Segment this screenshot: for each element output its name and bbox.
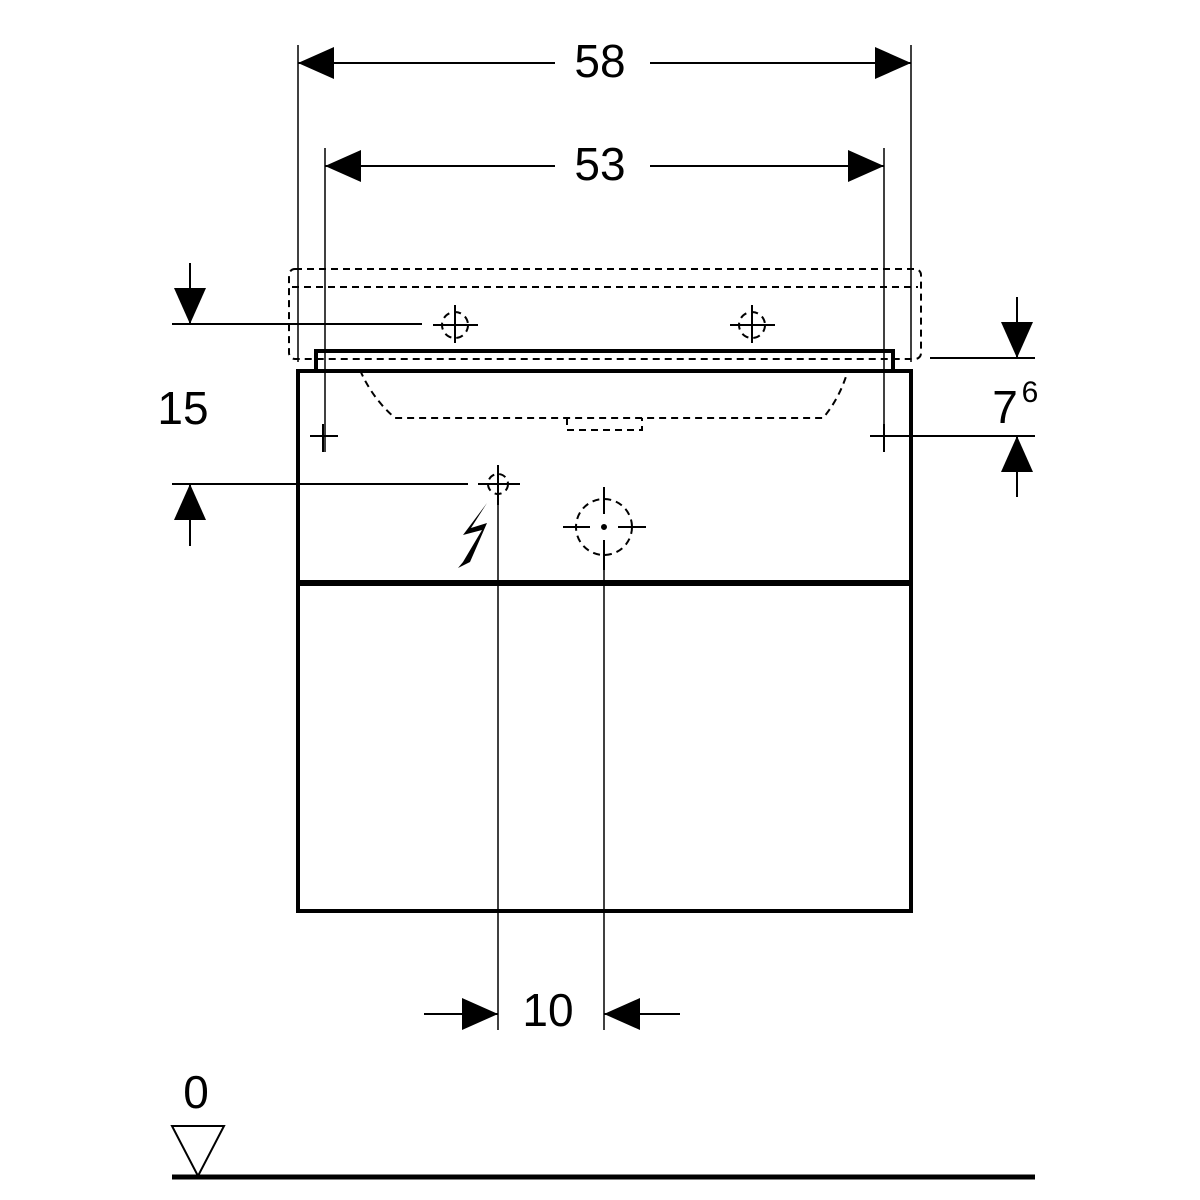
label-15: 15 [157, 382, 208, 434]
label-53: 53 [574, 138, 625, 190]
mounting-points [310, 305, 898, 570]
dimension-53 [324, 148, 885, 452]
wall-screw-icon [730, 305, 775, 343]
cabinet-screw-icon [310, 424, 338, 452]
power-point-icon [478, 465, 520, 505]
label-10: 10 [522, 984, 573, 1036]
dimension-15 [172, 263, 468, 546]
wall-screw-icon [433, 305, 478, 343]
drain-icon [563, 487, 646, 570]
electric-bolt-icon [458, 503, 487, 568]
label-7: 7 [992, 381, 1018, 433]
floor-level [170, 1125, 1035, 1180]
dimension-58 [297, 45, 912, 362]
label-floor-0: 0 [183, 1066, 209, 1118]
cabinet-screw-icon [870, 424, 898, 452]
washbasin-outline [288, 268, 922, 431]
label-7-superscript: 6 [1022, 376, 1039, 409]
dimension-10 [424, 505, 680, 1030]
dimension-7-6 [895, 297, 1035, 497]
label-58: 58 [574, 35, 625, 87]
